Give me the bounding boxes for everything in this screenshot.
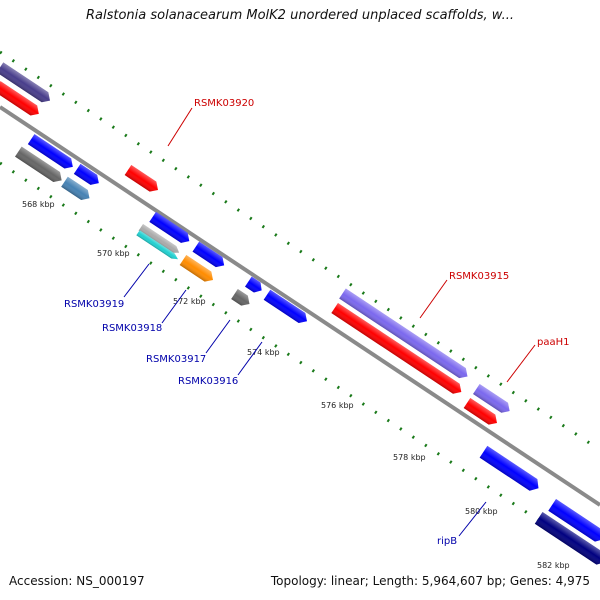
label-ripb[interactable]: ripB (437, 536, 457, 547)
label-leaders (123, 107, 536, 537)
leader-ripb (458, 501, 487, 537)
map-title: Ralstonia solanacearum MolK2 unordered u… (85, 8, 514, 23)
label-rsmk03916[interactable]: RSMK03916 (178, 376, 238, 387)
gene-red-top-left[interactable] (0, 81, 42, 119)
label-paah1[interactable]: paaH1 (537, 337, 570, 348)
tick-guides (0, 50, 600, 563)
label-rsmk03918[interactable]: RSMK03918 (102, 323, 162, 334)
tick-label-578: 578 kbp (393, 453, 426, 462)
genome-stats-text: Topology: linear; Length: 5,964,607 bp; … (270, 574, 590, 588)
gene-gray-568[interactable] (15, 146, 65, 186)
label-rsmk03917[interactable]: RSMK03917 (146, 354, 206, 365)
gene-rsmk03918[interactable] (179, 255, 217, 285)
tick-guide-upper (0, 50, 600, 452)
tick-labels: 568 kbp 570 kbp 572 kbp 574 kbp 576 kbp … (22, 200, 570, 570)
sequence-backbone (0, 105, 600, 507)
tick-label-574: 574 kbp (247, 348, 280, 357)
gene-rsmk03917[interactable] (231, 289, 253, 309)
leader-rsmk03920 (167, 107, 193, 147)
gene-ripb[interactable] (548, 499, 600, 545)
leader-paah1 (506, 344, 536, 383)
gene-navy-582[interactable] (534, 512, 600, 568)
gene-blue-572[interactable] (192, 241, 228, 271)
gene-rsmk03916[interactable] (263, 289, 311, 327)
gene-red-paah1[interactable] (463, 398, 501, 428)
tick-guide-lower (0, 161, 600, 563)
gene-blue-568a[interactable] (27, 134, 76, 172)
gene-rsmk03920[interactable] (124, 165, 162, 195)
tick-label-576: 576 kbp (321, 401, 354, 410)
tick-label-582: 582 kbp (537, 561, 570, 570)
label-rsmk03915[interactable]: RSMK03915 (449, 271, 509, 282)
gene-blue-580[interactable] (479, 445, 543, 494)
leader-rsmk03916 (237, 341, 263, 376)
tick-label-568: 568 kbp (22, 200, 55, 209)
accession-text: Accession: NS_000197 (9, 574, 145, 588)
leader-rsmk03915 (419, 279, 448, 319)
gene-blue-568b[interactable] (73, 163, 102, 188)
gene-rsmk03919[interactable] (136, 230, 179, 262)
tick-label-572: 572 kbp (173, 297, 206, 306)
gene-steelblue-568[interactable] (61, 176, 93, 204)
tick-label-580: 580 kbp (465, 507, 498, 516)
tick-label-570: 570 kbp (97, 249, 130, 258)
gene-blue-574a[interactable] (245, 276, 265, 296)
gene-red-576[interactable] (331, 302, 464, 397)
label-rsmk03920[interactable]: RSMK03920 (194, 98, 254, 109)
gene-gray-570[interactable] (138, 223, 182, 256)
label-rsmk03919[interactable]: RSMK03919 (64, 299, 124, 310)
gene-rsmk03915[interactable] (339, 288, 471, 382)
gene-features (0, 62, 600, 568)
leader-rsmk03917 (205, 319, 231, 354)
leader-rsmk03919 (123, 263, 150, 298)
leader-rsmk03918 (161, 289, 187, 324)
gene-blue-570[interactable] (149, 211, 192, 246)
gene-purple-top-left[interactable] (0, 62, 53, 105)
gene-paah1[interactable] (473, 383, 513, 416)
gene-labels: RSMK03920 RSMK03915 paaH1 RSMK03919 RSMK… (64, 98, 570, 547)
